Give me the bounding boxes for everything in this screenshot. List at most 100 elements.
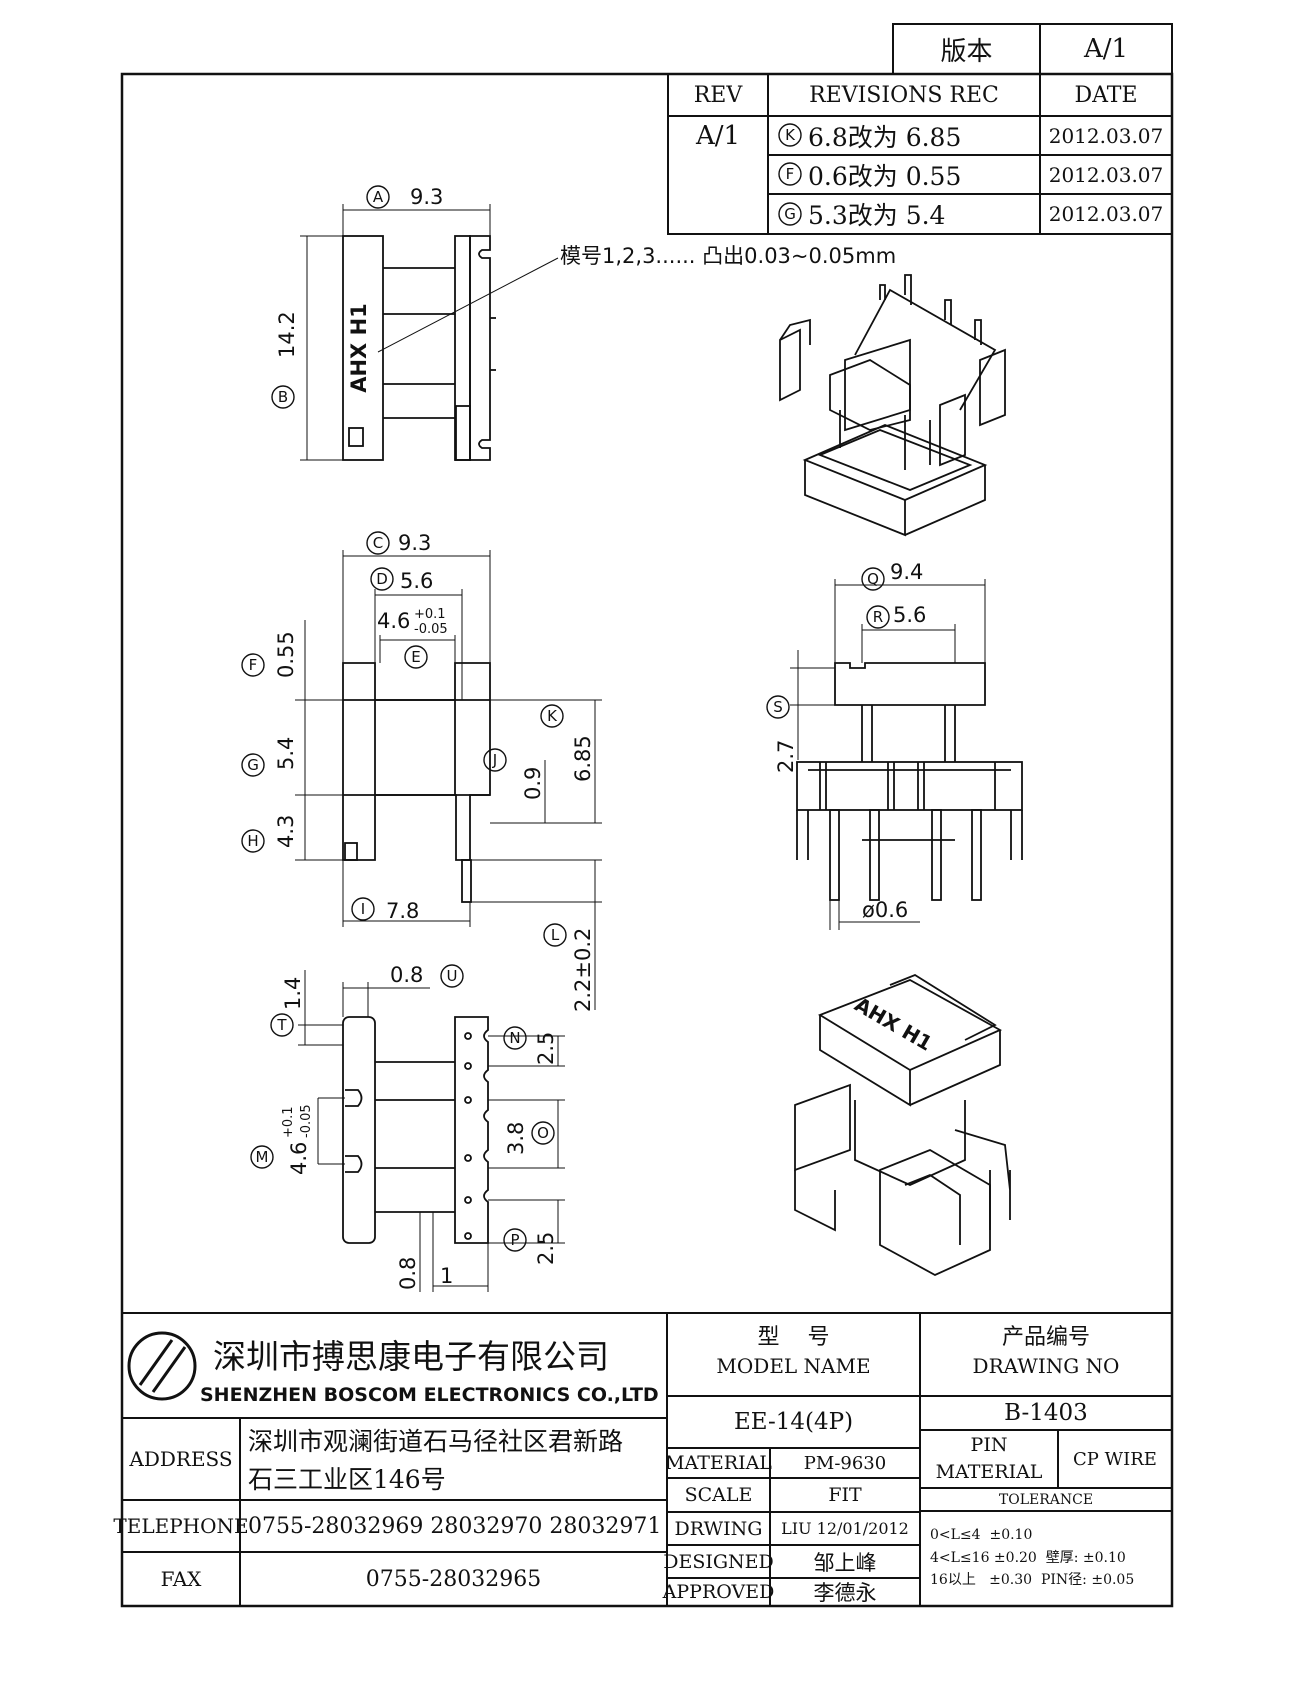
address-line-2: 石三工业区146号 [248,1465,446,1494]
dim-G: 5.4 [274,737,298,770]
scale-value: FIT [828,1484,862,1506]
tolerance-line-2: 4<L≤16 ±0.20 壁厚: ±0.10 [930,1550,1126,1566]
dim-M-tol-plus: +0.1 [281,1106,296,1138]
rev-code-2: F [786,165,795,183]
rev-code-1: K [785,126,796,144]
version-label: 版本 [940,36,993,67]
dim-F: 0.55 [274,631,298,678]
model-value: EE-14(4P) [733,1409,854,1435]
code-R: R [873,608,883,626]
code-U: U [447,967,458,985]
pin-material-label-1: PIN [970,1434,1008,1456]
tolerance-label: TOLERANCE [998,1491,1094,1508]
drawing-no-value: B-1403 [1004,1400,1088,1426]
code-L: L [551,926,560,944]
fax-label: FAX [160,1567,202,1591]
dim-B: 14.2 [275,311,299,358]
designed-label: DESIGNED [663,1550,774,1573]
code-I: I [361,900,365,918]
code-B: B [278,388,288,406]
code-E: E [411,648,420,666]
dim-S: 2.7 [774,740,798,773]
version-value: A/1 [1083,34,1129,64]
model-label-en: MODEL NAME [716,1354,871,1378]
designed-value: 邹上峰 [813,1550,877,1575]
company-name-en: SHENZHEN BOSCOM ELECTRONICS CO.,LTD [200,1384,659,1406]
dim-D: 5.6 [400,569,433,593]
mold-note: 模号1,2,3...... 凸出0.03~0.05mm [560,244,896,268]
dim-R: 5.6 [893,603,926,627]
dim-I: 7.8 [386,899,419,923]
drawing-value: LIU 12/01/2012 [781,1519,909,1538]
code-F: F [249,656,258,674]
company-logo [127,1331,197,1401]
date-header: DATE [1074,82,1138,108]
drawing-label: DRWING [674,1517,763,1540]
pin-material-value: CP WIRE [1073,1448,1157,1470]
code-N: N [509,1029,520,1047]
tolerance-line-1: 0<L≤4 ±0.10 [930,1527,1033,1543]
scale-label: SCALE [684,1484,753,1506]
material-value: PM-9630 [803,1452,887,1474]
revision-date-1: 2012.03.07 [1048,123,1164,148]
dim-bottom-08: 0.8 [396,1257,420,1290]
code-S: S [773,698,783,716]
code-G: G [247,756,259,774]
drawing-no-label-cn: 产品编号 [1001,1325,1090,1350]
dim-pin-dia: ø0.6 [862,898,908,922]
fax-value: 0755-28032965 [365,1566,542,1592]
model-label-cn: 型 号 [757,1325,830,1350]
code-T: T [276,1016,287,1034]
dim-M-tol-minus: -0.05 [299,1104,314,1138]
dim-E-tol-minus: -0.05 [414,622,448,637]
dim-E-tol-plus: +0.1 [414,607,446,622]
company-name-cn: 深圳市搏思康电子有限公司 [213,1337,609,1376]
dim-M: 4.6 [287,1142,311,1175]
isometric-top [779,274,1006,537]
revision-date-2: 2012.03.07 [1048,162,1164,187]
dim-bottom-1: 1 [440,1264,453,1288]
dim-A: 9.3 [410,185,443,209]
revision-text-2: 0.6改为 0.55 [808,161,962,191]
approved-label: APPROVED [662,1581,775,1603]
address-line-1: 深圳市观澜街道石马径社区君新路 [248,1427,624,1456]
dim-C: 9.3 [398,531,431,555]
isometric-bottom [794,973,1011,1277]
code-A: A [373,188,384,206]
approved-value: 李德永 [813,1581,877,1605]
dim-P: 2.5 [534,1232,558,1265]
pin-material-label-2: MATERIAL [935,1461,1043,1483]
revision-text-3: 5.3改为 5.4 [808,201,946,230]
dim-Q: 9.4 [890,560,923,584]
emboss-text-iso: AHX H1 [851,992,937,1055]
code-P: P [510,1231,519,1249]
rev-header: REV [693,82,743,108]
tolerance-line-3: 16以上 ±0.30 PIN径: ±0.05 [930,1572,1135,1588]
code-J: J [492,751,497,769]
code-K: K [547,707,558,725]
dim-J: 0.9 [521,767,545,800]
revision-text-1: 6.8改为 6.85 [808,122,962,152]
dim-U: 0.8 [390,963,423,987]
code-H: H [247,832,258,850]
rev-value: A/1 [695,120,741,151]
rev-code-3: G [784,205,796,223]
dim-L: 2.2±0.2 [571,928,595,1012]
revision-date-3: 2012.03.07 [1048,202,1164,226]
dim-E: 4.6 [377,609,410,633]
emboss-text: AHX H1 [347,303,371,393]
dim-O: 3.8 [504,1122,528,1155]
code-Q: Q [867,570,879,588]
code-D: D [376,570,388,588]
drawing-no-label-en: DRAWING NO [972,1354,1120,1378]
code-C: C [373,534,383,552]
telephone-label: TELEPHONE [113,1514,249,1538]
dim-H: 4.3 [274,815,298,848]
dim-T: 1.4 [281,977,305,1010]
address-label: ADDRESS [129,1447,233,1471]
telephone-value: 0755-28032969 28032970 28032971 [248,1513,662,1539]
dim-K: 6.85 [571,735,595,782]
revisions-header: REVISIONS REC [809,82,999,108]
code-M: M [256,1148,269,1166]
